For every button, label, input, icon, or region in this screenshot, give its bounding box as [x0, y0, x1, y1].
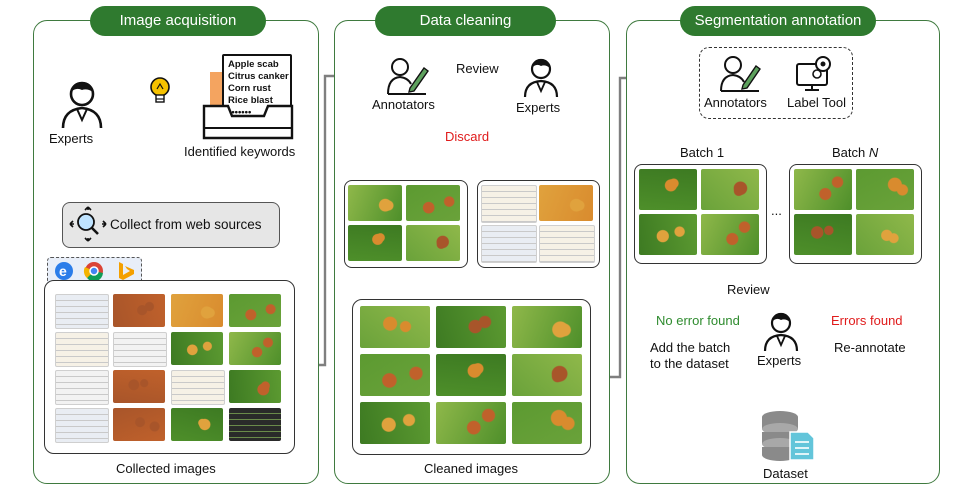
- discarded-thumb: [539, 225, 595, 263]
- cleaned-images-label: Cleaned images: [424, 461, 518, 476]
- add-batch-line-2: to the dataset: [650, 356, 729, 371]
- bing-icon: [119, 262, 134, 280]
- batch-n-thumb: [856, 214, 914, 255]
- collected-thumb: [171, 370, 225, 405]
- collected-thumb: [171, 294, 223, 327]
- label-tool-label: Label Tool: [787, 95, 847, 110]
- cleaned-thumb: [360, 354, 430, 396]
- expert-icon-cleaning: [523, 58, 559, 98]
- discarded-thumb: [539, 185, 593, 221]
- keyword-2: Citrus canker: [228, 71, 289, 82]
- collected-thumb: [113, 370, 165, 403]
- annotator-icon: [387, 58, 429, 95]
- annotation-tool-group: [699, 47, 853, 119]
- batch-1-thumb: [701, 169, 759, 210]
- experts-label-cleaning: Experts: [516, 100, 561, 115]
- cleaned-thumb: [360, 306, 430, 348]
- batch-n-thumb: [794, 214, 852, 255]
- experts-label: Experts: [49, 131, 94, 146]
- annotators-label: Annotators: [372, 97, 435, 112]
- expert-icon-seg: [763, 312, 799, 352]
- batch-n-thumb: [856, 169, 914, 210]
- collected-thumb: [55, 294, 109, 329]
- seg-review-label: Review: [727, 282, 770, 297]
- keyword-1: Apple scab: [228, 59, 279, 70]
- expert-icon: [61, 81, 103, 129]
- no-error-label: No error found: [656, 313, 740, 328]
- edge-icon: e: [55, 262, 73, 280]
- cleaned-thumb: [512, 354, 582, 396]
- collect-web-box: [62, 202, 280, 248]
- cleaned-thumb: [436, 402, 506, 444]
- cleaned-thumb: [512, 402, 582, 444]
- keyword-5: •••••••: [228, 107, 252, 118]
- kept-thumb: [348, 225, 402, 261]
- cleaned-thumb: [436, 306, 506, 348]
- lightbulb-icon: [150, 77, 170, 103]
- batch-1-thumb: [639, 214, 697, 255]
- reannotate-label: Re-annotate: [834, 340, 906, 355]
- kept-thumb: [348, 185, 402, 221]
- collected-thumb: [55, 332, 109, 367]
- collected-thumb: [229, 370, 281, 403]
- database-icon: [762, 411, 815, 461]
- collected-thumb: [229, 294, 281, 327]
- batch-1-thumb: [639, 169, 697, 210]
- cleaned-thumb: [512, 306, 582, 348]
- errors-found-label: Errors found: [831, 313, 903, 328]
- keyword-3: Corn rust: [228, 83, 271, 94]
- kept-thumb: [406, 225, 460, 261]
- collected-thumb: [113, 332, 167, 367]
- batch-1-label: Batch 1: [680, 145, 725, 160]
- header-data-cleaning: Data cleaning: [375, 6, 556, 36]
- discarded-thumb: [481, 185, 537, 223]
- collected-thumb: [229, 408, 281, 441]
- cleaned-thumb: [436, 354, 506, 396]
- review-label: Review: [456, 61, 499, 76]
- keywords-tray: Apple scab Citrus canker Corn rust Rice …: [202, 52, 294, 144]
- browser-icons: e: [55, 262, 134, 282]
- collected-thumb: [229, 332, 281, 365]
- kept-thumb: [406, 185, 460, 221]
- identified-keywords-label: Identified keywords: [184, 144, 296, 159]
- add-batch-line-1: Add the batch: [650, 340, 731, 355]
- collected-thumb: [55, 370, 109, 405]
- dataset-label: Dataset: [763, 466, 808, 481]
- discard-label: Discard: [445, 129, 490, 144]
- svg-text:e: e: [59, 263, 67, 279]
- keyword-4: Rice blast: [228, 95, 273, 106]
- collected-thumb: [55, 408, 109, 443]
- collected-thumb: [171, 408, 223, 441]
- header-image-acquisition: Image acquisition: [90, 6, 266, 36]
- seg-annotators-label: Annotators: [704, 95, 767, 110]
- cleaned-thumb: [360, 402, 430, 444]
- search-icon: [69, 206, 107, 242]
- discarded-thumb: [481, 225, 537, 263]
- collected-thumb: [113, 294, 165, 327]
- seg-experts-label: Experts: [757, 353, 802, 368]
- collected-thumb: [113, 408, 165, 441]
- batch-n-thumb: [794, 169, 852, 210]
- collected-thumb: [171, 332, 223, 365]
- batch-ellipsis: ...: [771, 203, 782, 218]
- header-segmentation-annotation: Segmentation annotation: [680, 6, 876, 36]
- collect-web-label: Collect from web sources: [110, 217, 262, 232]
- chrome-icon: [83, 262, 103, 282]
- batch-n-label: Batch N: [832, 145, 879, 160]
- batch-1-thumb: [701, 214, 759, 255]
- label-tool-icon: [796, 56, 831, 91]
- annotator-icon-seg: [720, 56, 761, 92]
- collected-images-label: Collected images: [116, 461, 216, 476]
